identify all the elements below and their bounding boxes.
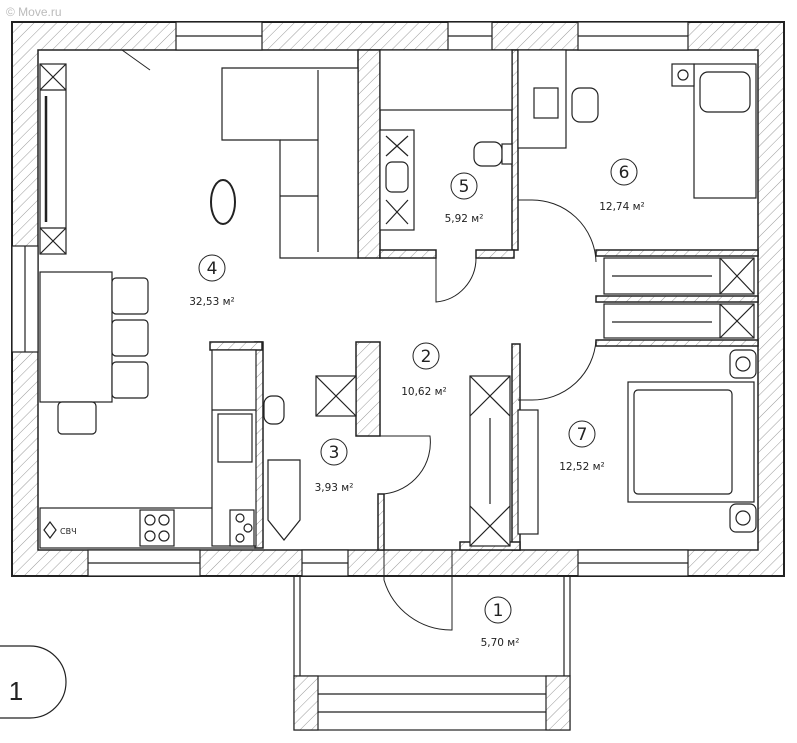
room-1-label: 1 5,70 м² xyxy=(481,596,520,649)
entrance-porch xyxy=(293,576,571,731)
room-1-number: 1 xyxy=(493,601,504,621)
room-3-area: 3,93 м² xyxy=(315,482,354,494)
room-7-label: 7 12,52 м² xyxy=(559,420,605,473)
windows xyxy=(11,21,689,577)
room-2-area: 10,62 м² xyxy=(401,386,447,398)
room-4-label: 4 32,53 м² xyxy=(189,254,235,308)
room-3-label: 3 3,93 м² xyxy=(315,438,354,494)
interior-walls xyxy=(209,49,759,551)
room-6-area: 12,74 м² xyxy=(599,201,645,213)
microwave-label: СВЧ xyxy=(60,527,77,536)
room-4-number: 4 xyxy=(207,259,218,279)
furniture xyxy=(39,49,757,549)
room-5-number: 5 xyxy=(459,177,470,197)
room-4-area: 32,53 м² xyxy=(189,296,235,308)
floor-number: 1 xyxy=(9,676,23,706)
watermark: © Move.ru xyxy=(6,5,62,19)
doors xyxy=(121,49,597,631)
room-6-label: 6 12,74 м² xyxy=(599,158,645,213)
room-2-label: 2 10,62 м² xyxy=(401,342,447,398)
room-7-number: 7 xyxy=(577,425,588,445)
room-5-label: 5 5,92 м² xyxy=(445,172,484,225)
room-3-number: 3 xyxy=(329,443,340,463)
room-6-number: 6 xyxy=(619,163,630,183)
room-2-number: 2 xyxy=(421,347,432,367)
room-1-area: 5,70 м² xyxy=(481,637,520,649)
floor-marker: 1 xyxy=(0,645,67,719)
room-7-area: 12,52 м² xyxy=(559,461,605,473)
room-5-area: 5,92 м² xyxy=(445,213,484,225)
